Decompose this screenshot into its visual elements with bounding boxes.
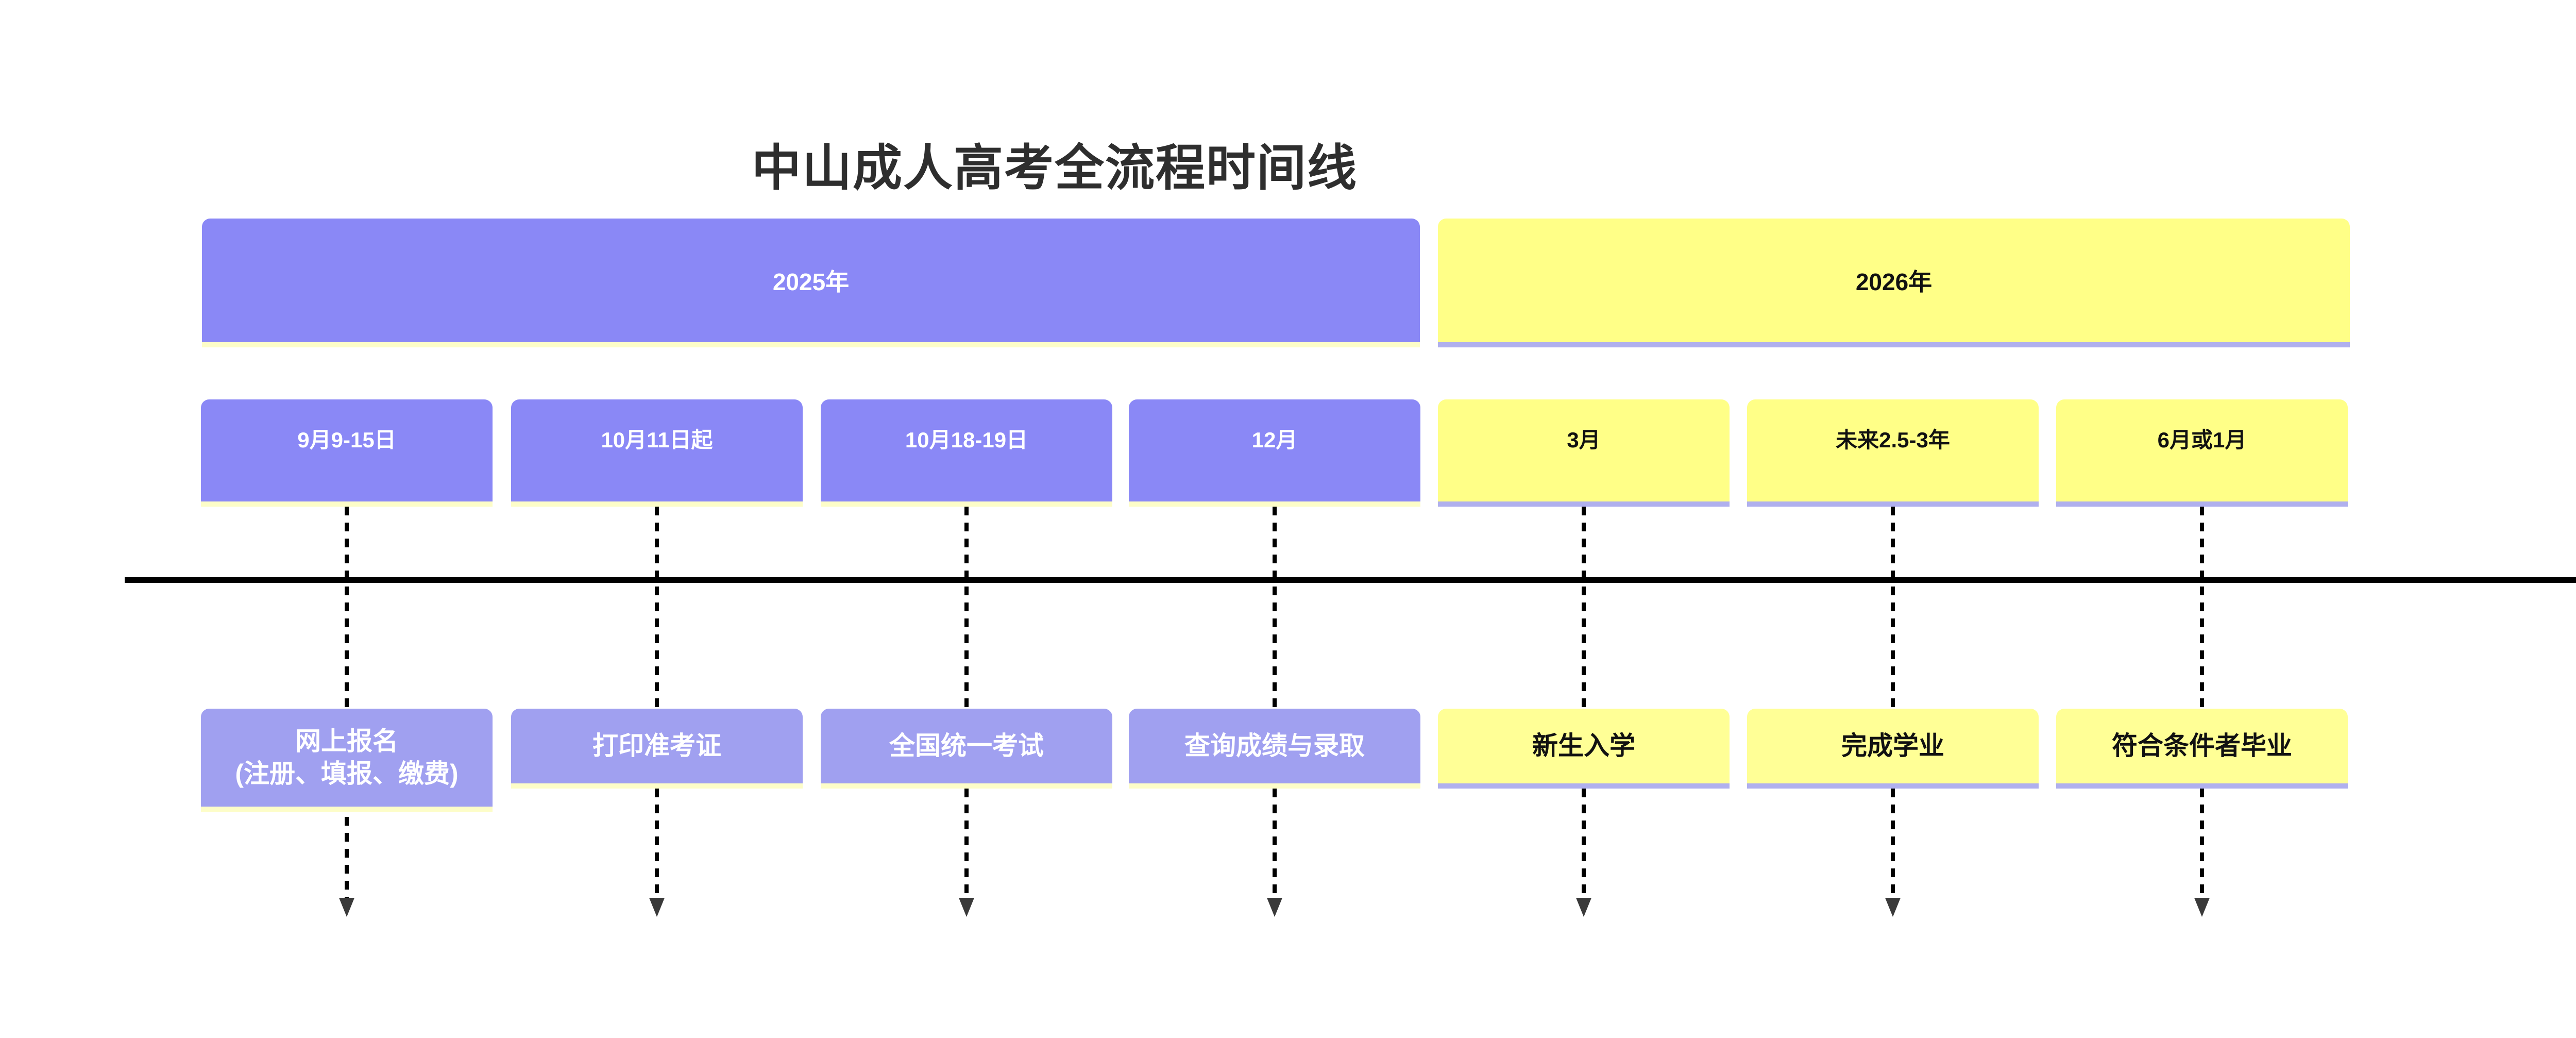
connector-upper-7 bbox=[2200, 507, 2204, 709]
event-detail: (注册、填报、缴费) bbox=[235, 759, 459, 788]
event-label: 全国统一考试 bbox=[889, 731, 1044, 760]
event-label: 新生入学 bbox=[1532, 731, 1635, 760]
event-box-5: 新生入学 bbox=[1438, 709, 1730, 789]
event-label: 网上报名 bbox=[295, 727, 398, 756]
down-arrowhead-icon bbox=[339, 898, 354, 917]
date-box-4: 12月 bbox=[1129, 399, 1420, 507]
down-arrowhead-icon bbox=[1267, 898, 1282, 917]
date-box-7: 6月或1月 bbox=[2056, 399, 2348, 507]
connector-lower-7 bbox=[2200, 789, 2204, 898]
period-bar-2026: 2026年 bbox=[1438, 219, 2350, 347]
down-arrowhead-icon bbox=[959, 898, 974, 917]
connector-lower-4 bbox=[1273, 789, 1277, 898]
date-label: 3月 bbox=[1567, 427, 1601, 452]
timeline-axis bbox=[125, 577, 2576, 583]
event-label: 查询成绩与录取 bbox=[1184, 731, 1365, 760]
date-label: 10月18-19日 bbox=[905, 427, 1028, 452]
period-label-2025: 2025年 bbox=[772, 269, 850, 295]
date-box-5: 3月 bbox=[1438, 399, 1730, 507]
down-arrowhead-icon bbox=[649, 898, 665, 917]
event-box-1: 网上报名 (注册、填报、缴费) bbox=[201, 709, 493, 812]
period-label-2026: 2026年 bbox=[1855, 269, 1933, 295]
event-label: 符合条件者毕业 bbox=[2112, 731, 2292, 760]
event-box-3: 全国统一考试 bbox=[821, 709, 1112, 789]
event-box-2: 打印准考证 bbox=[511, 709, 803, 789]
date-box-1: 9月9-15日 bbox=[201, 399, 493, 507]
event-box-4: 查询成绩与录取 bbox=[1129, 709, 1420, 789]
connector-lower-6 bbox=[1891, 789, 1895, 898]
date-label: 6月或1月 bbox=[2157, 427, 2247, 452]
event-box-7: 符合条件者毕业 bbox=[2056, 709, 2348, 789]
period-bar-2025: 2025年 bbox=[202, 219, 1420, 347]
connector-lower-5 bbox=[1582, 789, 1586, 898]
event-label: 打印准考证 bbox=[592, 731, 721, 760]
down-arrowhead-icon bbox=[1576, 898, 1591, 917]
date-label: 12月 bbox=[1251, 427, 1298, 452]
date-label: 10月11日起 bbox=[601, 427, 713, 452]
connector-lower-1 bbox=[345, 817, 349, 898]
connector-upper-4 bbox=[1273, 507, 1277, 709]
connector-lower-2 bbox=[655, 789, 659, 898]
connector-lower-3 bbox=[964, 789, 969, 898]
connector-upper-6 bbox=[1891, 507, 1895, 709]
event-label: 完成学业 bbox=[1841, 731, 1944, 760]
down-arrowhead-icon bbox=[1885, 898, 1901, 917]
connector-upper-2 bbox=[655, 507, 659, 709]
date-box-2: 10月11日起 bbox=[511, 399, 803, 507]
connector-upper-1 bbox=[345, 507, 349, 709]
date-box-3: 10月18-19日 bbox=[821, 399, 1112, 507]
event-box-6: 完成学业 bbox=[1747, 709, 2039, 789]
connector-upper-3 bbox=[964, 507, 969, 709]
connector-upper-5 bbox=[1582, 507, 1586, 709]
diagram-title: 中山成人高考全流程时间线 bbox=[752, 141, 1358, 196]
date-label: 9月9-15日 bbox=[297, 427, 396, 452]
down-arrowhead-icon bbox=[2194, 898, 2210, 917]
date-box-6: 未来2.5-3年 bbox=[1747, 399, 2039, 507]
date-label: 未来2.5-3年 bbox=[1836, 427, 1950, 452]
